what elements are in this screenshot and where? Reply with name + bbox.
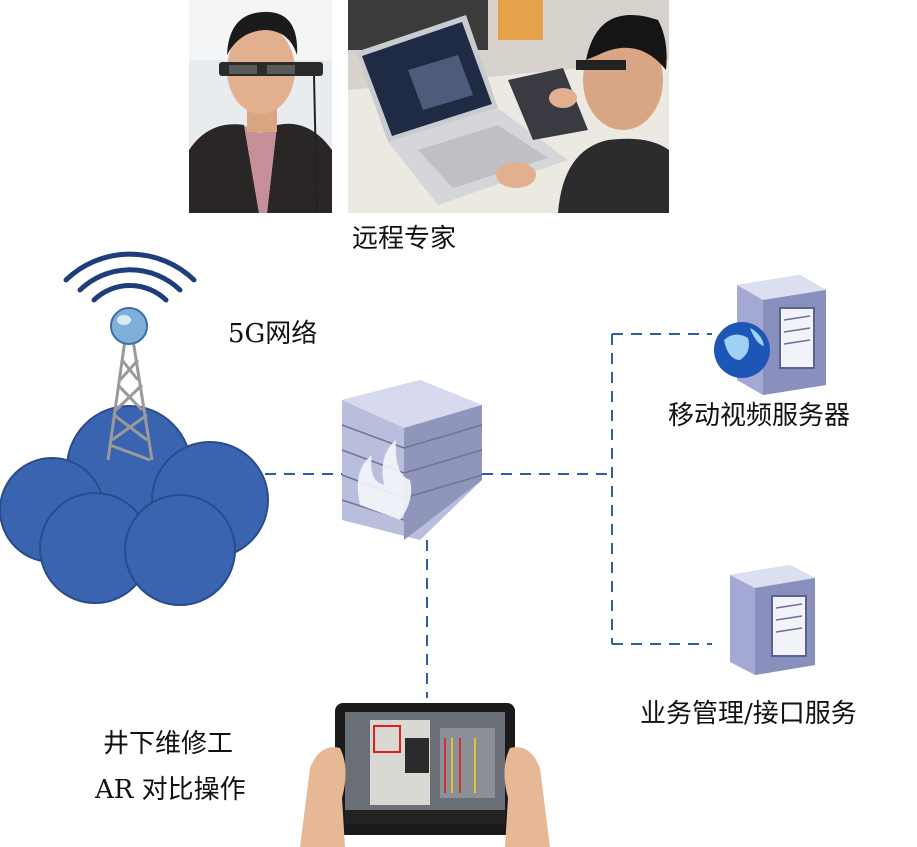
ar-tablet-photo	[300, 698, 550, 847]
expert-glasses-photo	[189, 0, 332, 213]
network-label: 5G网络	[228, 319, 318, 349]
worker-label-line2: AR 对比操作	[95, 775, 246, 805]
business-server-icon	[730, 565, 815, 675]
video-server-icon	[714, 275, 826, 395]
remote-expert-label: 远程专家	[352, 224, 457, 254]
connection-lines	[265, 333, 712, 700]
5g-tower-icon	[63, 251, 197, 462]
business-server-label: 业务管理/接口服务	[640, 699, 857, 729]
firewall-icon	[341, 380, 483, 540]
network-cloud-icon	[0, 405, 269, 606]
video-server-label: 移动视频服务器	[668, 401, 851, 431]
expert-laptop-photo	[348, 0, 669, 213]
worker-label-line1: 井下维修工	[103, 729, 234, 759]
